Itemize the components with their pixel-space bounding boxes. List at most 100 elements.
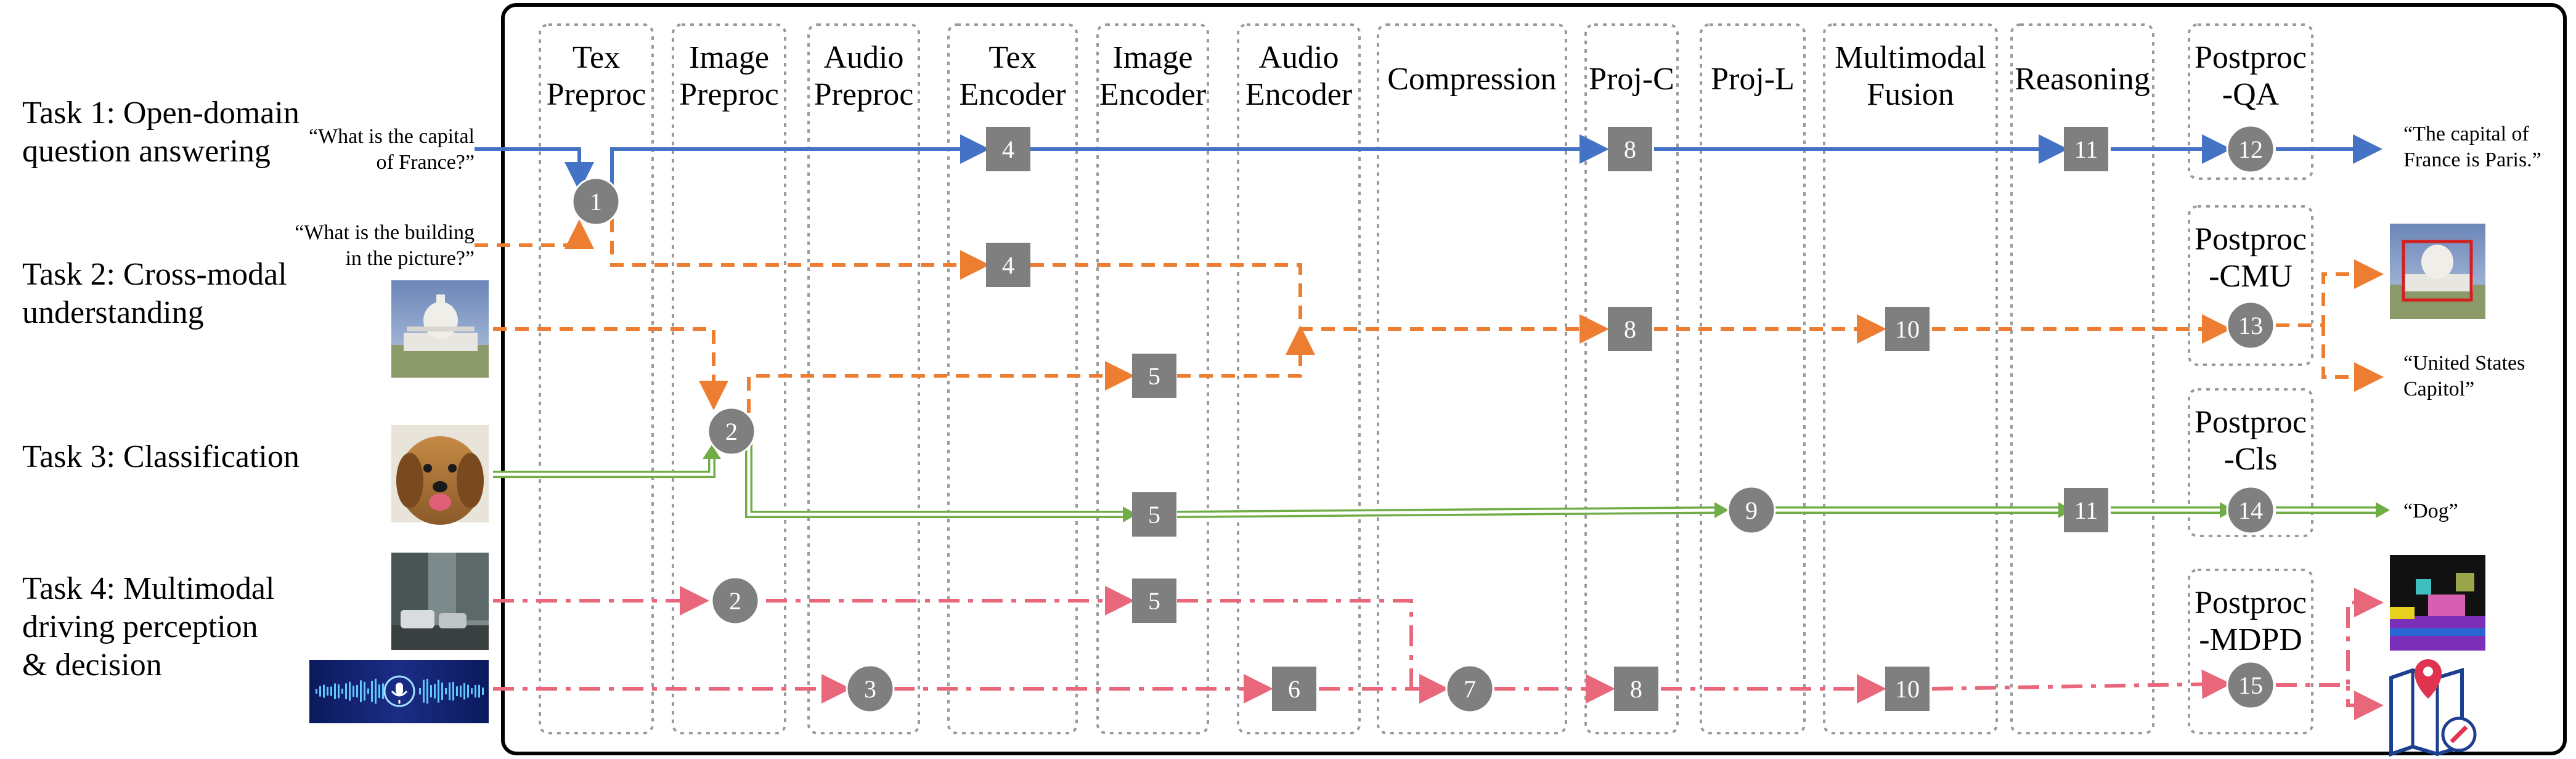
wave-bar <box>338 684 340 699</box>
task2-flow-q-in <box>475 219 594 249</box>
wave-bar <box>434 684 436 699</box>
column-label-audio-encoder-line: Audio <box>1259 40 1339 75</box>
node-label: 5 <box>1148 362 1160 390</box>
task-label-task1-line: Task 1: Open-domain <box>22 95 300 131</box>
column-label-proj-c: Proj-C <box>1589 62 1674 97</box>
dog-photo <box>391 425 489 525</box>
task1-question-line: of France?” <box>376 151 475 174</box>
node-shape <box>1614 667 1658 711</box>
column-label-audio-preproc-line: Preproc <box>814 77 914 112</box>
task2-answer-line: Capitol” <box>2403 378 2474 400</box>
postproc-label-mdpd-line: -MDPD <box>2199 622 2302 657</box>
column-label-reasoning: Reasoning <box>2015 62 2150 97</box>
io-texts: “What is the capital of France?”“What is … <box>295 123 2541 522</box>
node-shape <box>1445 664 1494 713</box>
task2-flow-4-8 <box>1030 263 1609 344</box>
wave-bar <box>382 683 384 699</box>
node-label: 10 <box>1895 675 1920 703</box>
task-label-task3: Task 3: Classification <box>22 439 300 474</box>
node-label: 10 <box>1895 315 1920 343</box>
node-label: 12 <box>2238 136 2263 163</box>
task2-flow-out-text <box>2276 323 2384 392</box>
task4-flow-5-7 <box>1177 599 1449 704</box>
node-shape <box>1132 354 1176 398</box>
wave-bar <box>345 683 347 699</box>
column-label-tex-encoder-line: Tex <box>988 40 1036 75</box>
postproc-label-cmu-line: Postproc <box>2195 222 2307 257</box>
wave-bar <box>364 681 365 701</box>
column-border <box>1096 23 1209 734</box>
wave-bar <box>430 685 432 697</box>
wave-bar <box>360 680 362 702</box>
wave-bar <box>467 684 469 698</box>
node-label: 8 <box>1624 136 1636 163</box>
postproc-label-cmu-line: -CMU <box>2209 259 2293 294</box>
wave-bar <box>475 684 476 698</box>
column-border <box>2010 23 2154 734</box>
wave-bar <box>349 681 351 701</box>
task2-flow-img-in <box>493 327 728 410</box>
task3-flow-2-5-inner <box>747 444 1123 516</box>
postproc-label-qa-line: -QA <box>2222 77 2280 112</box>
task2-flow-2-5 <box>747 361 1135 413</box>
node-label: 3 <box>864 675 876 703</box>
square-node-10: 10 <box>1885 667 1930 711</box>
task3-answer: “Dog” <box>2403 500 2458 522</box>
wave-bar <box>419 688 421 695</box>
node-shape <box>986 127 1030 171</box>
square-node-11: 11 <box>2064 488 2108 532</box>
task3-arrowhead <box>2376 502 2390 518</box>
node-label: 11 <box>2074 497 2098 524</box>
postproc-label-qa-line: Postproc <box>2195 40 2307 75</box>
node-label: 13 <box>2238 312 2263 339</box>
node-label: 8 <box>1630 675 1642 703</box>
square-node-5: 5 <box>1132 578 1176 623</box>
postproc-label-mdpd-line: Postproc <box>2195 585 2307 620</box>
column-label-image-preproc-line: Image <box>689 40 769 75</box>
square-node-4: 4 <box>986 243 1030 287</box>
postproc-label-mdpd: Postproc-MDPD <box>2195 585 2307 657</box>
node-shape <box>2226 301 2275 350</box>
square-node-5: 5 <box>1132 492 1176 537</box>
task3-answer-line: “Dog” <box>2403 500 2458 522</box>
column-label-reasoning-line: Reasoning <box>2015 62 2150 97</box>
postproc-border <box>2188 23 2313 180</box>
postproc-mdpd: Postproc-MDPD <box>2188 569 2313 734</box>
column-reasoning: Reasoning <box>2010 23 2154 734</box>
column-label-image-encoder-line: Image <box>1113 40 1193 75</box>
circle-node-1: 1 <box>571 177 621 226</box>
task3-flow-5-9-inner <box>1176 508 1715 516</box>
node-shape <box>707 407 756 456</box>
task1-question-line: “What is the capital <box>309 125 475 148</box>
task1-flow-in <box>475 147 594 192</box>
postproc-cls: Postproc-Cls <box>2188 388 2313 537</box>
square-node-6: 6 <box>1272 667 1316 711</box>
node-label: 4 <box>1002 251 1014 279</box>
circle-node-13: 13 <box>2226 301 2275 350</box>
node-shape <box>1885 667 1930 711</box>
node-shape <box>2226 660 2275 710</box>
circle-node-14: 14 <box>2226 485 2275 535</box>
column-label-compression: Compression <box>1387 62 1556 97</box>
task3-arrowhead <box>703 445 721 459</box>
audio-waveform <box>309 660 489 723</box>
column-border <box>1823 23 1998 734</box>
circle-node-2: 2 <box>707 407 756 456</box>
node-shape <box>571 177 621 226</box>
task1-question: “What is the capital of France?” <box>309 125 475 174</box>
column-label-proj-c-line: Proj-C <box>1589 62 1674 97</box>
wave-bar <box>478 684 480 698</box>
column-label-tex-preproc-line: Preproc <box>547 77 646 112</box>
column-label-audio-preproc-line: Audio <box>824 40 904 75</box>
